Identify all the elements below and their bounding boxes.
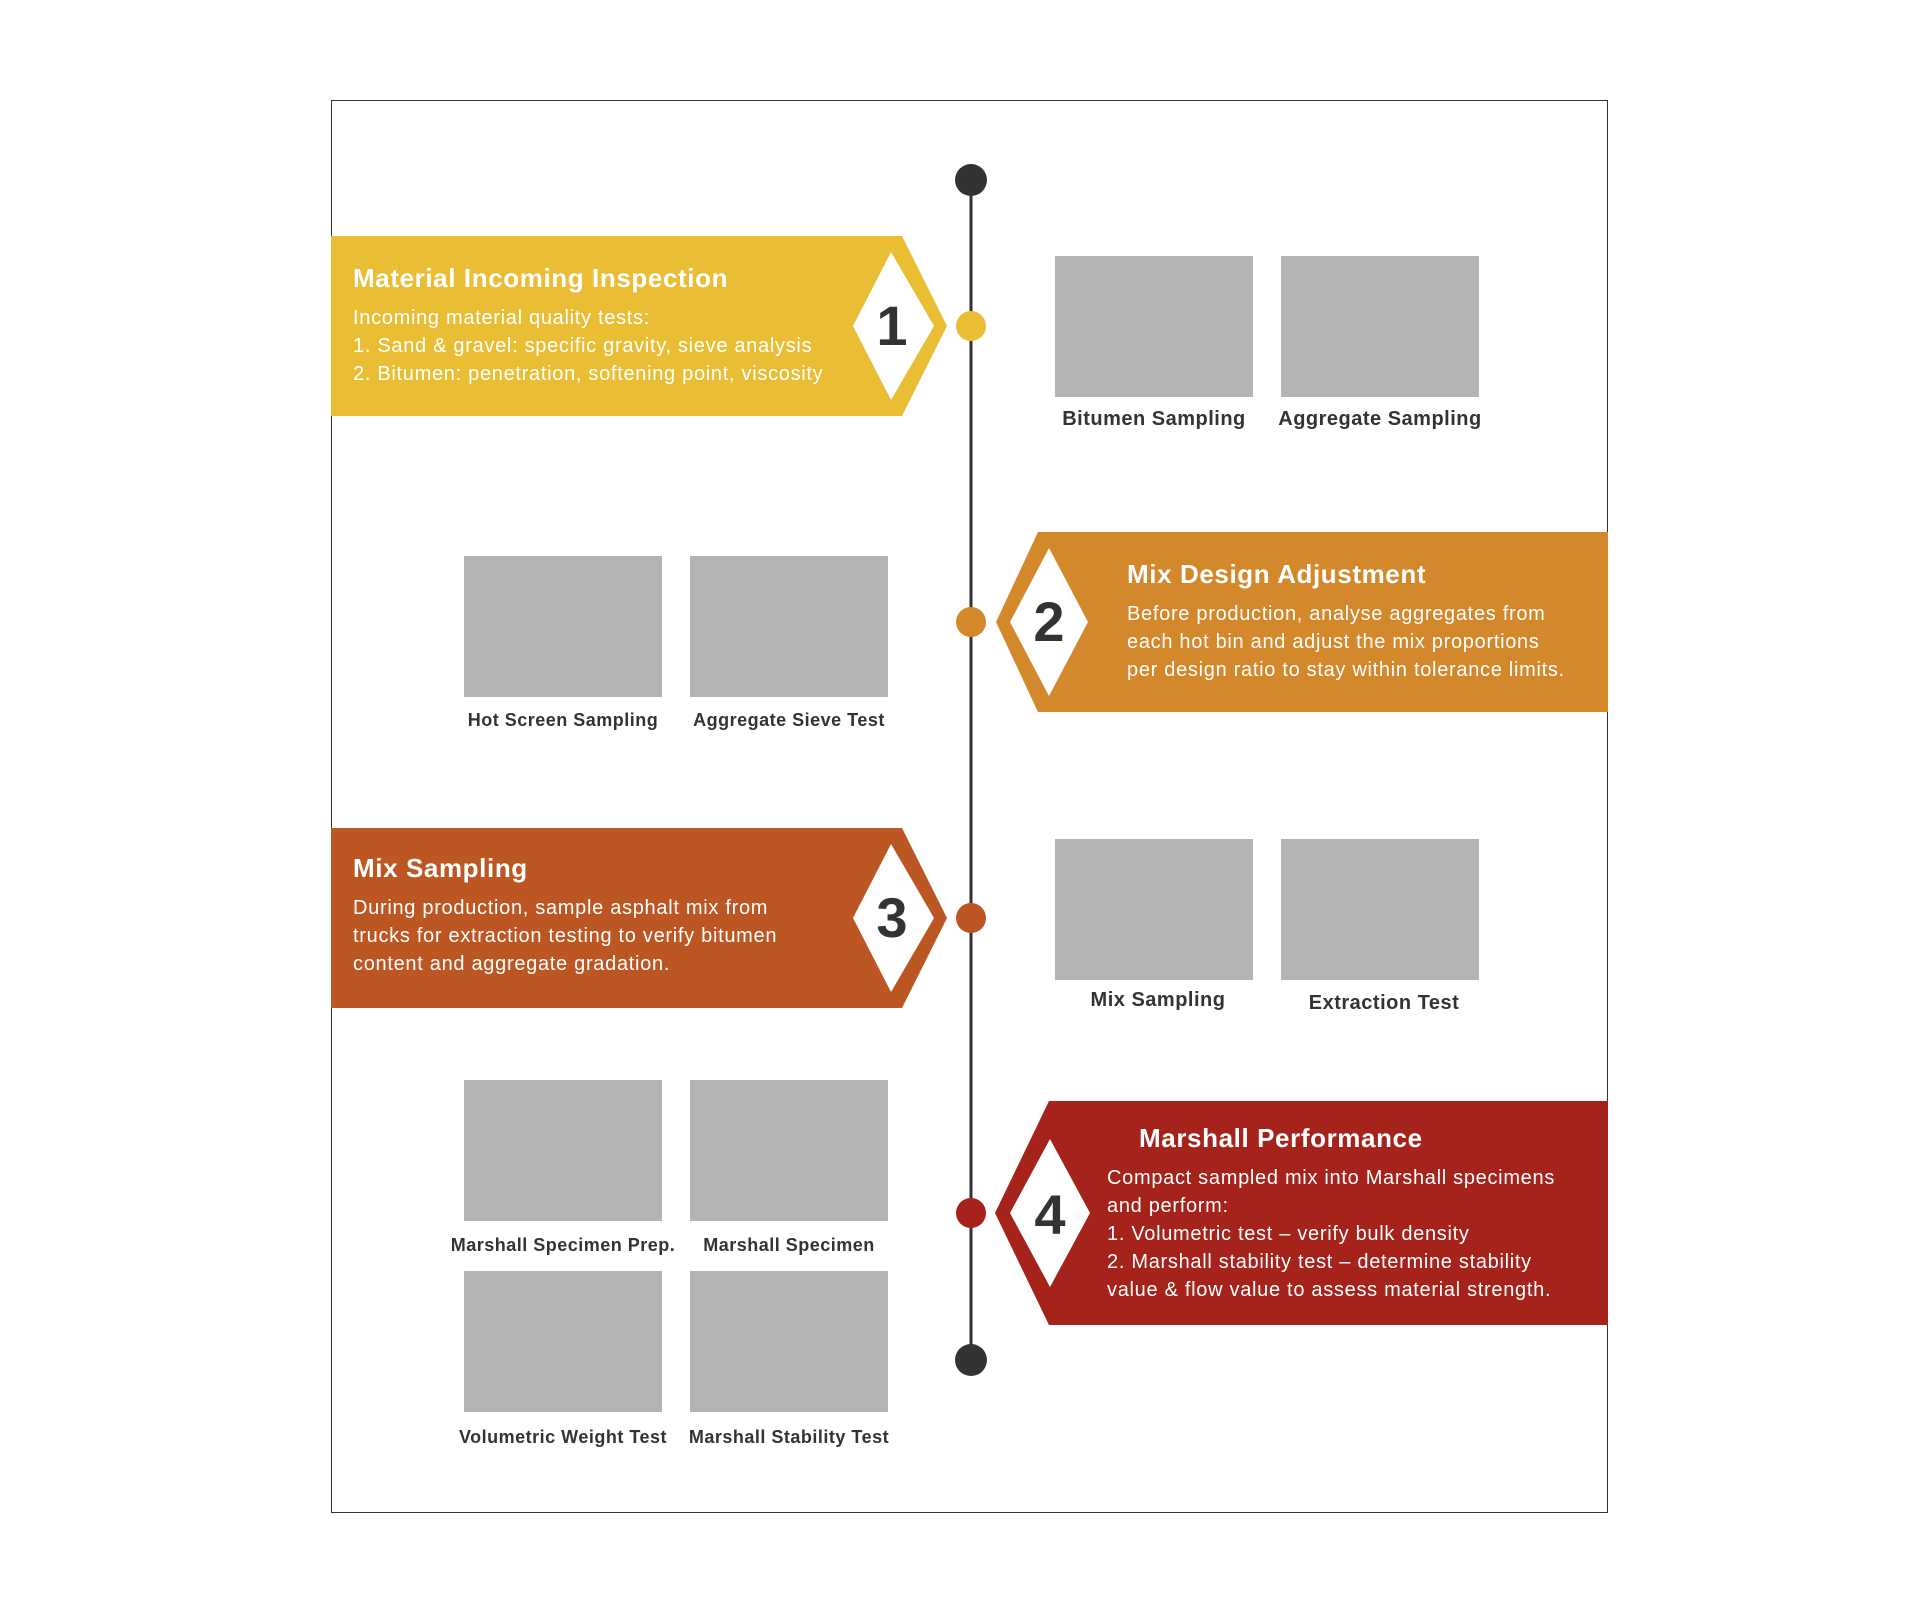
photo-caption: Hot Screen Sampling (467, 710, 659, 730)
step4-line: and perform: (1107, 1195, 1229, 1217)
step2-line: per design ratio to stay within toleranc… (1127, 659, 1565, 681)
photo-placeholder (1055, 256, 1253, 397)
step4-line: value & flow value to assess material st… (1107, 1279, 1552, 1301)
step1-line: 1. Sand & gravel: specific gravity, siev… (353, 335, 813, 357)
photo-placeholder (464, 556, 662, 697)
step1-timeline-node (956, 311, 986, 341)
step1-number-diamond (853, 252, 934, 400)
step4-number-diamond (1010, 1139, 1090, 1287)
step2-line: each hot bin and adjust the mix proporti… (1127, 631, 1540, 653)
step1-title: Material Incoming Inspection (353, 263, 729, 293)
photo-placeholder (690, 556, 888, 697)
timeline-end-node (955, 1344, 987, 1376)
step4-line: 2. Marshall stability test – determine s… (1107, 1251, 1532, 1273)
photo-caption: Marshall Specimen Prep. (450, 1235, 676, 1255)
photo-caption: Aggregate Sieve Test (693, 710, 885, 730)
photo-placeholder (690, 1271, 888, 1412)
photo-caption: Marshall Stability Test (688, 1427, 890, 1447)
step2-timeline-node (956, 607, 986, 637)
step4-timeline-node (956, 1198, 986, 1228)
step3-number-diamond (853, 844, 934, 992)
step1-number: 1 (876, 294, 908, 357)
photo-placeholder (1281, 839, 1479, 980)
step3-line: content and aggregate gradation. (353, 953, 671, 975)
step2-number: 2 (1033, 590, 1065, 653)
step1-line: 2. Bitumen: penetration, softening point… (353, 363, 824, 385)
step2-banner (996, 532, 1608, 712)
step3-title: Mix Sampling (353, 853, 528, 883)
step4-line: Compact sampled mix into Marshall specim… (1107, 1167, 1556, 1189)
step3-text: Mix Sampling During production, sample a… (353, 853, 777, 978)
photo-placeholder (464, 1080, 662, 1221)
step2-line: Before production, analyse aggregates fr… (1127, 603, 1546, 625)
photo-caption: Mix Sampling (1090, 989, 1226, 1011)
diagram-frame (331, 100, 1608, 1513)
step1-line: Incoming material quality tests: (353, 307, 650, 329)
step1-text: Material Incoming Inspection Incoming ma… (353, 263, 823, 388)
photo-caption: Aggregate Sampling (1278, 408, 1482, 430)
timeline-start-node (955, 164, 987, 196)
step4-banner (995, 1101, 1608, 1325)
step4-number: 4 (1034, 1183, 1066, 1246)
step3-banner (331, 828, 947, 1008)
step1-banner (331, 236, 947, 416)
step3-line: During production, sample asphalt mix fr… (353, 897, 769, 919)
step2-number-diamond (1010, 548, 1088, 696)
step4-line: 1. Volumetric test – verify bulk density (1107, 1223, 1470, 1245)
photo-caption: Marshall Specimen (703, 1235, 875, 1255)
photo-caption: Bitumen Sampling (1062, 408, 1246, 430)
step2-text: Mix Design Adjustment Before production,… (1127, 559, 1565, 684)
step3-timeline-node (956, 903, 986, 933)
photo-placeholder (1055, 839, 1253, 980)
step3-number: 3 (876, 886, 908, 949)
photo-caption: Extraction Test (1308, 992, 1460, 1014)
step3-line: trucks for extraction testing to verify … (353, 925, 778, 947)
photo-caption: Volumetric Weight Test (458, 1427, 668, 1447)
step2-title: Mix Design Adjustment (1127, 559, 1427, 589)
step4-text: Marshall Performance Compact sampled mix… (1107, 1123, 1555, 1304)
photo-placeholder (690, 1080, 888, 1221)
photo-placeholder (464, 1271, 662, 1412)
step4-title: Marshall Performance (1139, 1123, 1423, 1153)
photo-placeholder (1281, 256, 1479, 397)
